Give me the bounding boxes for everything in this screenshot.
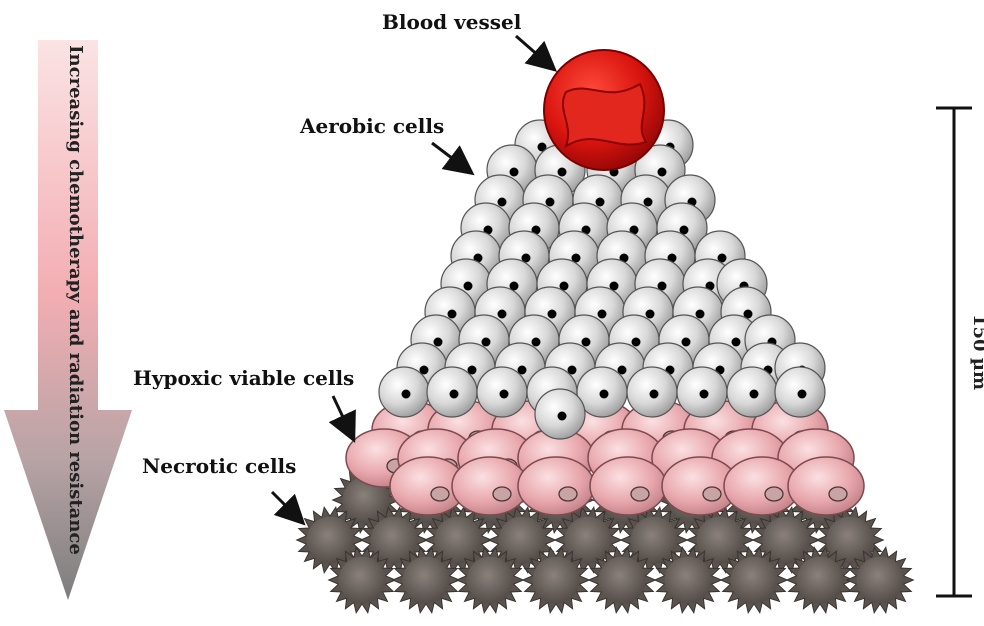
hypoxic-cell	[590, 457, 666, 515]
aerobic-cell	[379, 367, 429, 417]
resistance-gradient-arrow: Increasing chemotherapy and radiation re…	[4, 40, 132, 600]
aerobic-cells-label: Aerobic cells	[299, 114, 444, 138]
aerobic-cell	[677, 367, 727, 417]
hypoxic-cells-label: Hypoxic viable cells	[133, 366, 354, 390]
hypoxic-cells-pointer	[333, 396, 350, 432]
hypoxic-cell	[452, 457, 528, 515]
aerobic-cell	[477, 367, 527, 417]
scale-bar: 150 µm	[936, 108, 984, 596]
resistance-arrow-label: Increasing chemotherapy and radiation re…	[65, 45, 86, 555]
aerobic-cells-pointer	[432, 143, 465, 168]
hypoxic-cell	[788, 457, 864, 515]
aerobic-cell	[775, 367, 825, 417]
blood-vessel-label: Blood vessel	[382, 10, 522, 34]
necrotic-cells-pointer	[272, 492, 297, 517]
aerobic-cell	[535, 389, 585, 439]
scale-bar-label: 150 µm	[969, 314, 984, 390]
hypoxic-cell-layer	[346, 401, 864, 515]
hypoxic-cell	[518, 457, 594, 515]
blood-vessel-icon	[544, 50, 664, 170]
blood-vessel-pointer	[516, 36, 548, 64]
aerobic-cell	[427, 367, 477, 417]
aerobic-cell	[727, 367, 777, 417]
aerobic-cell	[627, 367, 677, 417]
necrotic-cells-label: Necrotic cells	[142, 454, 296, 478]
